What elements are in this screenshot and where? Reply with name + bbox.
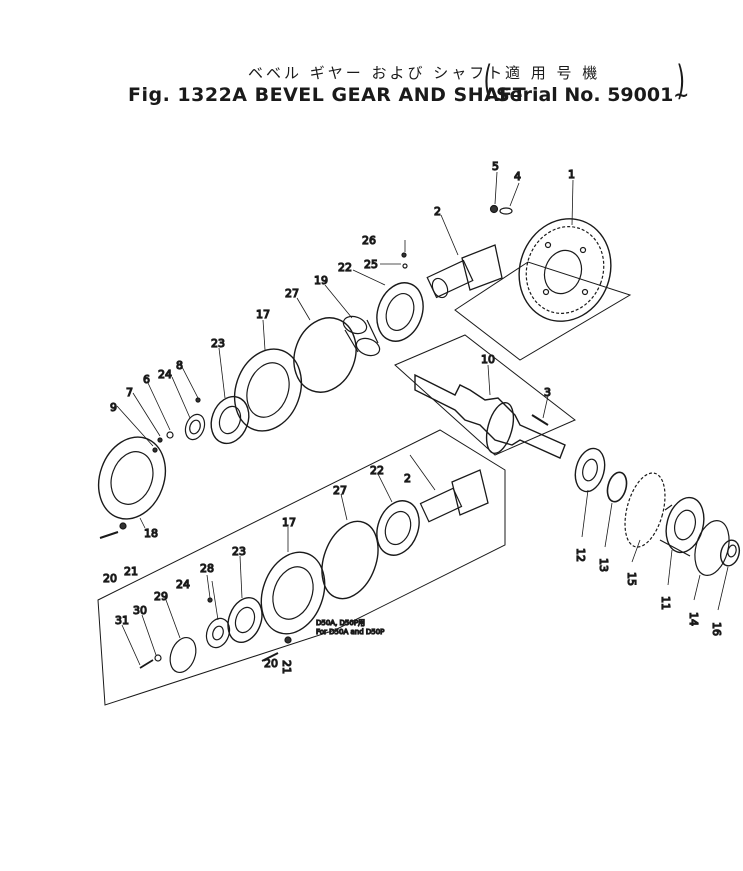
callout-22-upper: 22 — [338, 261, 352, 274]
left-bracket: ( — [483, 58, 493, 104]
snap-ring-29 — [169, 636, 197, 674]
callout-27-inset: 27 — [333, 484, 347, 497]
callout-numbers: 1 2 2 3 4 5 6 7 8 9 10 11 12 13 14 15 16… — [102, 159, 723, 674]
callout-7: 7 — [126, 386, 133, 399]
callout-2-upper: 2 — [434, 205, 441, 218]
nut-5 — [489, 204, 499, 214]
washer-21-inset — [284, 636, 292, 644]
callout-13: 13 — [597, 558, 610, 572]
inset-group-outline — [97, 429, 506, 706]
callout-11: 11 — [659, 596, 672, 610]
callout-23-inset: 23 — [232, 545, 246, 558]
bolt-3 — [531, 414, 549, 426]
callout-31: 31 — [115, 614, 129, 627]
pin-28 — [207, 597, 213, 603]
callout-24-upper: 24 — [158, 368, 172, 381]
callout-22-inset: 22 — [370, 464, 384, 477]
title-japanese: ベベル ギヤー および シャフト — [248, 64, 506, 82]
shaft-group-outline — [394, 334, 576, 456]
washer-30 — [154, 654, 162, 662]
bolt-26 — [401, 252, 407, 258]
nut-16 — [719, 539, 741, 567]
oring-14 — [694, 520, 730, 576]
serial-japanese: 適 用 号 機 — [505, 64, 601, 82]
cover-18 — [97, 436, 167, 520]
callout-26: 26 — [362, 234, 376, 247]
callout-20-upper: 20 — [103, 572, 117, 585]
seal-13 — [606, 471, 628, 503]
bolt-31 — [139, 659, 154, 669]
pin-8 — [195, 397, 201, 403]
callout-3: 3 — [544, 386, 551, 399]
inset-note-jp: D50A, D50P用 — [316, 619, 365, 627]
bearing-23-upper — [210, 395, 250, 445]
nut-24-inset — [205, 617, 231, 649]
washer-6 — [166, 431, 174, 439]
bolt-20-upper — [99, 531, 119, 539]
washer-25 — [402, 263, 408, 269]
shim-15 — [624, 472, 666, 548]
callout-10: 10 — [481, 353, 495, 366]
nut-24-upper — [184, 413, 206, 441]
bolt-9 — [152, 447, 158, 453]
washer-21-upper — [119, 522, 127, 530]
shaft-10 — [414, 373, 566, 459]
callout-4: 4 — [514, 170, 521, 183]
callout-6: 6 — [143, 373, 150, 386]
callout-20-inset: 20 — [264, 657, 278, 670]
lock-plate-4 — [499, 207, 513, 215]
callout-9: 9 — [110, 401, 117, 414]
callout-23-upper: 23 — [211, 337, 225, 350]
callout-28: 28 — [200, 562, 214, 575]
cage-17-inset — [260, 551, 326, 635]
callout-29: 29 — [154, 590, 168, 603]
callout-17-upper: 17 — [256, 308, 270, 321]
bearing-22-inset — [376, 500, 420, 556]
callout-16: 16 — [710, 622, 723, 636]
shim-27-inset — [321, 520, 379, 600]
callout-2-inset: 2 — [404, 472, 411, 485]
upper-group-outline — [454, 261, 632, 361]
cage-17-upper — [233, 348, 303, 432]
bearing-12 — [574, 447, 606, 493]
bolt-20-inset — [261, 652, 279, 662]
callout-15: 15 — [625, 572, 638, 586]
callout-21-upper: 21 — [124, 565, 138, 578]
right-bracket: ) — [676, 58, 686, 104]
pinion-gear-2 — [426, 244, 503, 299]
callout-30: 30 — [133, 604, 147, 617]
callout-27-upper: 27 — [285, 287, 299, 300]
leader-lines — [116, 171, 729, 666]
callout-17-inset: 17 — [282, 516, 296, 529]
callout-24-inset: 24 — [176, 578, 190, 591]
figure-title: Fig. 1322A BEVEL GEAR AND SHAFT — [128, 84, 527, 106]
callout-1: 1 — [568, 168, 575, 181]
ring-gear-1 — [518, 218, 612, 322]
cage-11 — [659, 496, 705, 557]
bearing-22-upper — [376, 282, 424, 342]
callout-8: 8 — [176, 359, 183, 372]
callout-21-inset: 21 — [280, 660, 293, 674]
callout-25: 25 — [364, 258, 378, 271]
collar-19 — [342, 315, 381, 357]
callout-18: 18 — [144, 527, 158, 540]
callout-5: 5 — [492, 160, 499, 173]
callout-14: 14 — [687, 612, 700, 626]
shim-27-upper — [293, 317, 357, 393]
bolt-7 — [157, 437, 163, 443]
pinion-gear-2-inset — [419, 469, 489, 523]
callout-19: 19 — [314, 274, 328, 287]
bearing-23-inset — [227, 597, 263, 643]
callout-12: 12 — [574, 548, 587, 562]
serial-number: Serial No. 59001~ — [496, 84, 690, 106]
inset-note-en: For D50A and D50P — [316, 628, 384, 636]
